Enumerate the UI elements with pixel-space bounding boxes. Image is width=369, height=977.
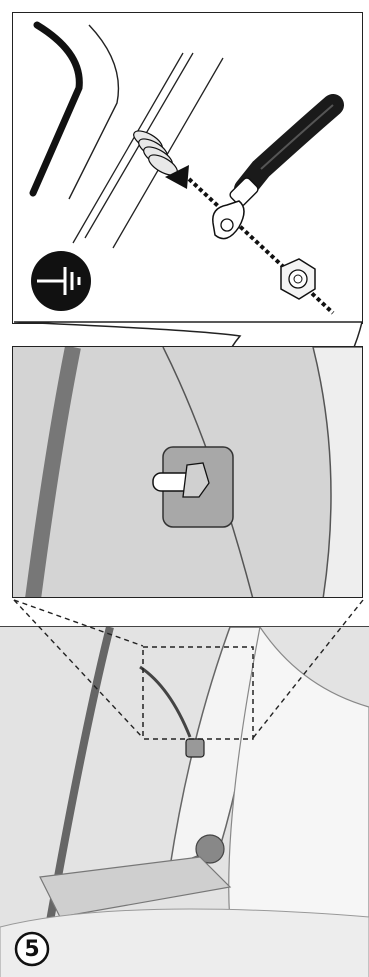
wire-thick — [33, 25, 79, 193]
callout-detail-drawing — [13, 13, 363, 324]
step-number-badge — [14, 931, 50, 967]
hex-nut — [281, 259, 315, 299]
panel-line-left-2 — [73, 53, 183, 243]
zoom-detail-drawing — [13, 347, 363, 598]
cable-highlight — [261, 105, 333, 169]
overview-drawing — [0, 627, 369, 977]
assembly-path-dotted — [189, 179, 333, 313]
panel-line-right — [113, 58, 223, 248]
callout-detail-panel — [12, 12, 363, 324]
zoom-detail-panel — [12, 346, 363, 598]
ring-hole — [221, 219, 233, 231]
overview-panel — [0, 626, 369, 977]
body-edge-line — [69, 25, 118, 199]
threaded-stud — [131, 127, 181, 179]
ground-symbol-icon — [31, 251, 91, 311]
overview-stud — [186, 739, 204, 757]
floor-panel — [0, 909, 369, 977]
